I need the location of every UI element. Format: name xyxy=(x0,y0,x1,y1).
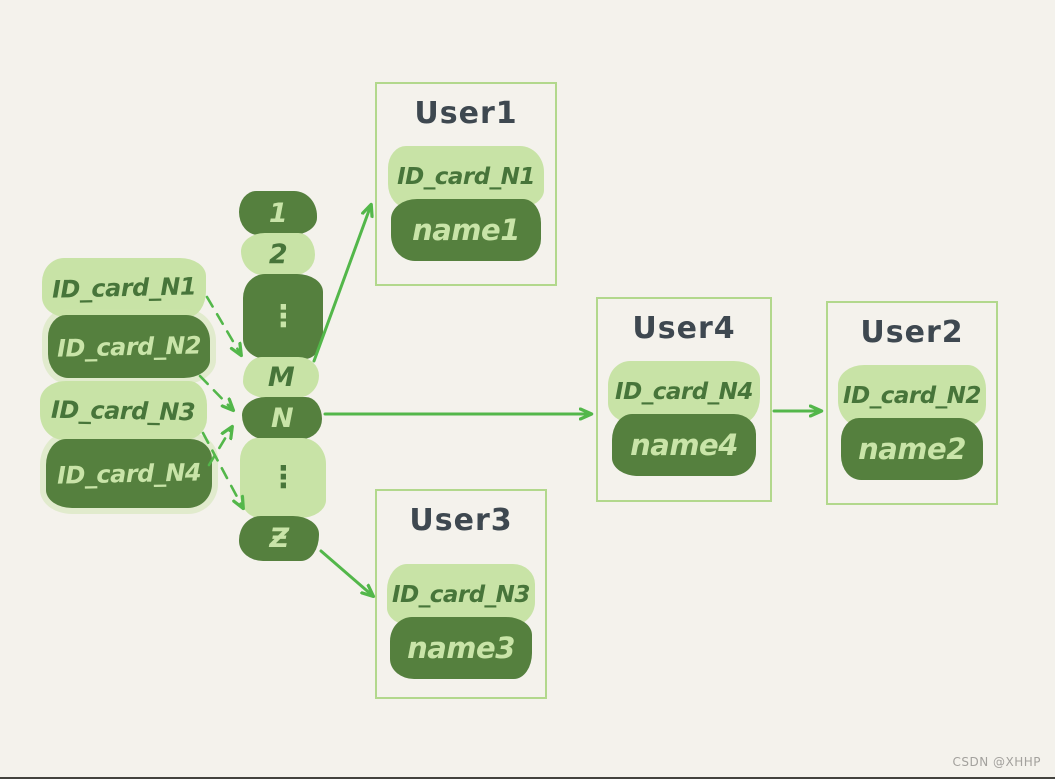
user3-id-label: ID_card_N3 xyxy=(392,582,530,608)
user4-name-label: name4 xyxy=(630,428,738,462)
user1-box: User1 ID_card_N1 name1 xyxy=(375,82,557,286)
user1-name-label: name1 xyxy=(412,213,520,247)
id-card-n3-label: ID_card_N3 xyxy=(51,395,196,426)
bucket-m-label: M xyxy=(267,362,295,393)
id-card-n4-pill: ID_card_N4 xyxy=(46,439,212,508)
user2-name-pill: name2 xyxy=(841,418,983,480)
edge-bucketZ-user3-icon xyxy=(319,549,373,596)
id-card-n4-label: ID_card_N4 xyxy=(56,457,202,490)
user2-title: User2 xyxy=(860,315,964,350)
bucket-1-label: 1 xyxy=(268,197,288,229)
bucket-z-label: Ƶ xyxy=(269,523,289,554)
user2-box: User2 ID_card_N2 name2 xyxy=(826,301,998,505)
user2-id-label: ID_card_N2 xyxy=(843,383,981,409)
user3-title: User3 xyxy=(409,503,513,538)
user1-title: User1 xyxy=(414,96,518,131)
bucket-n: N xyxy=(242,397,322,439)
bucket-1: 1 xyxy=(239,191,317,235)
user3-id-pill: ID_card_N3 xyxy=(387,564,535,626)
id-card-n1-pill: ID_card_N1 xyxy=(42,258,206,317)
id-card-n2-label: ID_card_N2 xyxy=(56,330,202,363)
user2-id-pill: ID_card_N2 xyxy=(838,365,986,427)
user3-name-pill: name3 xyxy=(390,617,532,679)
bucket-ellipsis-lower-label: ⋮ xyxy=(268,460,298,495)
user4-box: User4 ID_card_N4 name4 xyxy=(596,297,772,502)
edge-idcard4-bucketN-icon xyxy=(207,427,232,467)
id-card-n3-pill: ID_card_N3 xyxy=(40,381,207,440)
bottom-edge-line xyxy=(0,777,1055,779)
bucket-m: M xyxy=(243,357,319,398)
user1-name-pill: name1 xyxy=(391,199,541,261)
bucket-ellipsis-lower: ⋮ xyxy=(240,438,326,518)
bucket-ellipsis-upper: ⋮ xyxy=(243,274,323,359)
edge-idcard1-bucketM-icon xyxy=(205,295,241,355)
user4-name-pill: name4 xyxy=(611,414,757,476)
bucket-ellipsis-upper-label: ⋮ xyxy=(268,298,298,334)
user4-title: User4 xyxy=(632,311,736,346)
user1-id-label: ID_card_N1 xyxy=(397,164,535,190)
user3-name-label: name3 xyxy=(407,631,515,665)
bucket-2: 2 xyxy=(241,233,315,275)
bucket-z: Ƶ xyxy=(239,516,319,561)
user4-id-label: ID_card_N4 xyxy=(615,379,753,405)
id-card-n2-pill: ID_card_N2 xyxy=(48,315,210,378)
bucket-2-label: 2 xyxy=(268,238,288,270)
user1-id-pill: ID_card_N1 xyxy=(387,146,545,208)
user2-name-label: name2 xyxy=(858,432,966,466)
id-card-n1-label: ID_card_N1 xyxy=(51,271,197,304)
watermark: CSDN @XHHP xyxy=(952,755,1041,769)
user4-id-pill: ID_card_N4 xyxy=(608,361,760,423)
bucket-n-label: N xyxy=(270,402,294,434)
user3-box: User3 ID_card_N3 name3 xyxy=(375,489,547,699)
